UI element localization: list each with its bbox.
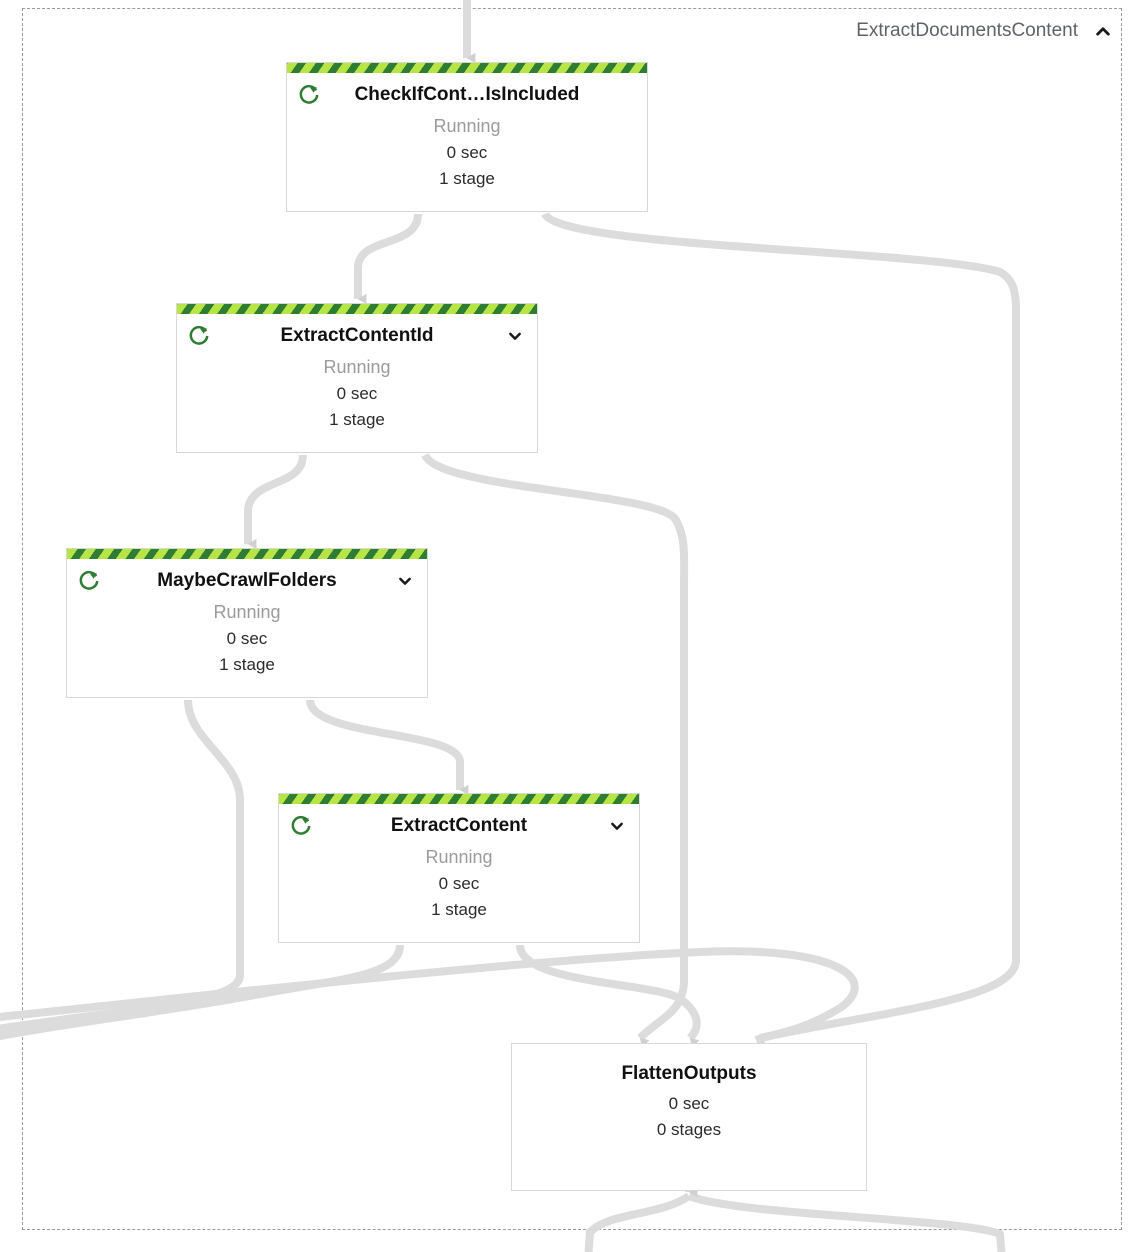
node-title-row: MaybeCrawlFolders <box>77 567 417 595</box>
node-body: CheckIfCont…IsIncluded Running 0 sec 1 s… <box>287 73 647 211</box>
node-body: MaybeCrawlFolders Running 0 sec 1 stage <box>67 559 427 697</box>
node-status-text: Running <box>425 847 493 867</box>
chevron-up-icon[interactable] <box>1092 20 1114 42</box>
group-header: ExtractDocumentsContent <box>856 20 1114 42</box>
node-check-if-content-is-included[interactable]: CheckIfCont…IsIncluded Running 0 sec 1 s… <box>286 62 648 212</box>
node-title: CheckIfCont…IsIncluded <box>354 84 580 105</box>
node-duration: 0 sec <box>336 384 378 403</box>
node-title: ExtractContent <box>390 815 528 836</box>
node-status-text: Running <box>213 602 281 622</box>
running-spinner-icon <box>187 324 211 348</box>
node-stages: 1 stage <box>439 169 495 188</box>
node-duration: 0 sec <box>446 143 488 162</box>
node-status-stripe-running <box>177 304 537 314</box>
edge-left-inlet-to-flattenoutputs <box>0 947 859 1044</box>
running-spinner-icon <box>289 814 313 838</box>
node-title-row: CheckIfCont…IsIncluded <box>297 81 637 109</box>
node-extract-content[interactable]: ExtractContent Running 0 sec 1 stage <box>278 793 640 943</box>
node-extract-content-id[interactable]: ExtractContentId Running 0 sec 1 stage <box>176 303 538 453</box>
node-status-stripe-running <box>67 549 427 559</box>
running-spinner-icon <box>297 83 321 107</box>
node-stages: 1 stage <box>431 900 487 919</box>
node-title-row: ExtractContentId <box>187 322 527 350</box>
node-body: ExtractContent Running 0 sec 1 stage <box>279 804 639 942</box>
node-status-stripe-running <box>279 794 639 804</box>
node-title: ExtractContentId <box>280 325 434 346</box>
node-body: FlattenOutputs 0 sec 0 stages <box>512 1044 866 1190</box>
node-stages: 0 stages <box>656 1120 722 1139</box>
group-title: ExtractDocumentsContent <box>856 20 1078 41</box>
running-spinner-icon <box>77 569 101 593</box>
edge-maybecrawlfolders-to-left-outlet <box>0 699 244 1033</box>
edge-extractcontentid-to-flattenoutputs <box>421 452 689 1048</box>
node-title: MaybeCrawlFolders <box>157 570 337 591</box>
edge-maybecrawlfolders-to-extractcontent <box>306 699 469 796</box>
node-status-text: Running <box>323 357 391 377</box>
chevron-down-icon[interactable] <box>393 569 417 593</box>
node-duration: 0 sec <box>438 874 480 893</box>
edge-flattenoutputs-out-left <box>584 1192 692 1252</box>
node-maybe-crawl-folders[interactable]: MaybeCrawlFolders Running 0 sec 1 stage <box>66 548 428 698</box>
chevron-down-icon[interactable] <box>605 814 629 838</box>
edge-extractcontentid-to-maybecrawlfolders <box>244 454 307 550</box>
node-stages: 1 stage <box>219 655 275 674</box>
node-title: FlattenOutputs <box>621 1063 757 1084</box>
node-duration: 0 sec <box>226 629 268 648</box>
node-title-row: FlattenOutputs <box>522 1060 856 1088</box>
chevron-down-icon[interactable] <box>503 324 527 348</box>
node-status-text: Running <box>433 116 501 136</box>
edge-checkifcontent-to-extractcontentid <box>354 213 422 305</box>
edge-extractcontent-to-flattenoutputs <box>516 944 701 1048</box>
edge-extractcontent-to-left-outlet <box>0 944 404 1041</box>
edge-flattenoutputs-out-right <box>687 1192 1006 1252</box>
node-title-row: ExtractContent <box>289 812 629 840</box>
node-body: ExtractContentId Running 0 sec 1 stage <box>177 314 537 452</box>
node-duration: 0 sec <box>668 1094 710 1113</box>
node-stages: 1 stage <box>329 410 385 429</box>
node-status-stripe-running <box>287 63 647 73</box>
node-flatten-outputs[interactable]: FlattenOutputs 0 sec 0 stages <box>511 1043 867 1191</box>
